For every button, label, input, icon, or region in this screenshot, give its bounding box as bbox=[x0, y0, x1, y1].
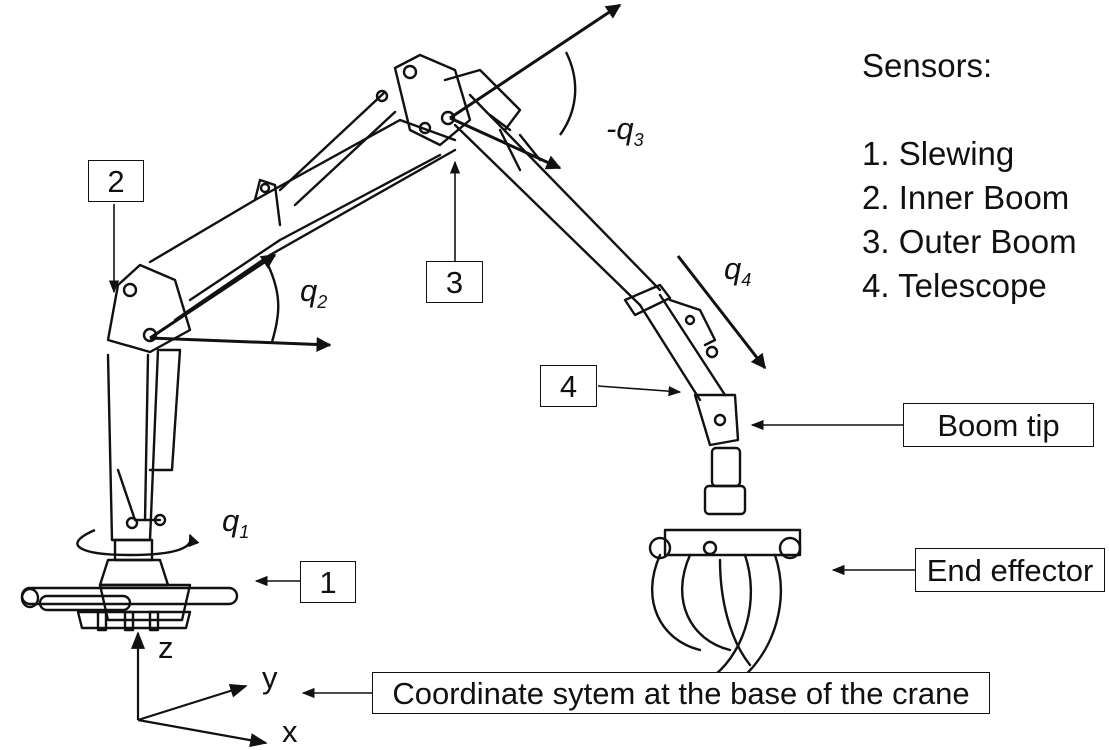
callout-2-label: 2 bbox=[107, 163, 125, 199]
q1-label: q1 bbox=[222, 505, 249, 541]
legend-title: Sensors: bbox=[862, 47, 993, 84]
callout-3-label: 3 bbox=[445, 264, 464, 300]
crane-base bbox=[20, 538, 239, 632]
q4-telescope-arrow bbox=[676, 255, 767, 370]
z-axis-label: z bbox=[158, 630, 174, 665]
legend-item-slewing: 1. Slewing bbox=[862, 135, 1015, 172]
coordinate-system-label: Coordinate sytem at the base of the cran… bbox=[392, 675, 970, 711]
q4-symbol: q bbox=[724, 251, 742, 286]
coordinate-axes bbox=[130, 631, 268, 748]
q1-rotation-arrow bbox=[76, 528, 200, 557]
end-effector-box: End effector bbox=[915, 548, 1105, 592]
q2-symbol: q bbox=[300, 273, 318, 308]
legend-item-inner-boom: 2. Inner Boom bbox=[862, 179, 1070, 216]
q3-reference-arrow bbox=[449, 3, 622, 120]
leader-lines bbox=[108, 160, 915, 699]
x-axis-label: x bbox=[282, 714, 298, 749]
callout-box-1: 1 bbox=[300, 561, 356, 603]
boom-joint bbox=[393, 53, 522, 147]
crane-drawing bbox=[20, 53, 802, 682]
q2-subscript: 2 bbox=[317, 292, 328, 312]
q2-boom-arrow bbox=[149, 253, 277, 340]
q4-label: q4 bbox=[724, 253, 751, 289]
sensors-legend: Sensors: 1. Slewing 2. Inner Boom 3. Out… bbox=[862, 44, 1077, 308]
q3-symbol: -q bbox=[606, 111, 634, 146]
callout-box-3: 3 bbox=[426, 261, 483, 303]
boom-tip-label: Boom tip bbox=[937, 407, 1060, 443]
outer-boom bbox=[453, 93, 662, 307]
legend-item-telescope: 4. Telescope bbox=[862, 267, 1047, 304]
end-effector-label: End effector bbox=[926, 552, 1094, 588]
q2-angle-arc bbox=[266, 264, 280, 343]
q4-subscript: 4 bbox=[741, 270, 752, 290]
telescope bbox=[623, 283, 740, 447]
q3-subscript: 3 bbox=[633, 130, 644, 150]
joint-arrows bbox=[76, 3, 767, 557]
y-axis-label: y bbox=[262, 660, 278, 695]
y-axis bbox=[137, 684, 248, 722]
crane-column bbox=[106, 348, 182, 542]
q2-label: q2 bbox=[300, 275, 327, 311]
grapple bbox=[648, 446, 802, 682]
q3-angle-arc bbox=[559, 51, 577, 136]
x-axis bbox=[137, 718, 268, 748]
coordinate-system-box: Coordinate sytem at the base of the cran… bbox=[372, 672, 990, 714]
inner-boom bbox=[106, 89, 457, 354]
callout-box-4: 4 bbox=[540, 365, 597, 407]
callout-1-label: 1 bbox=[319, 564, 337, 600]
legend-item-outer-boom: 3. Outer Boom bbox=[862, 223, 1077, 260]
q1-symbol: q bbox=[222, 503, 240, 538]
boom-tip-box: Boom tip bbox=[903, 403, 1094, 447]
q3-boom-arrow bbox=[449, 116, 562, 170]
q3-label: -q3 bbox=[606, 113, 644, 149]
q1-subscript: 1 bbox=[239, 522, 250, 542]
leader-4 bbox=[597, 385, 682, 397]
callout-4-label: 4 bbox=[559, 368, 578, 404]
callout-box-2: 2 bbox=[88, 160, 144, 202]
q2-reference-arrow bbox=[149, 336, 332, 352]
